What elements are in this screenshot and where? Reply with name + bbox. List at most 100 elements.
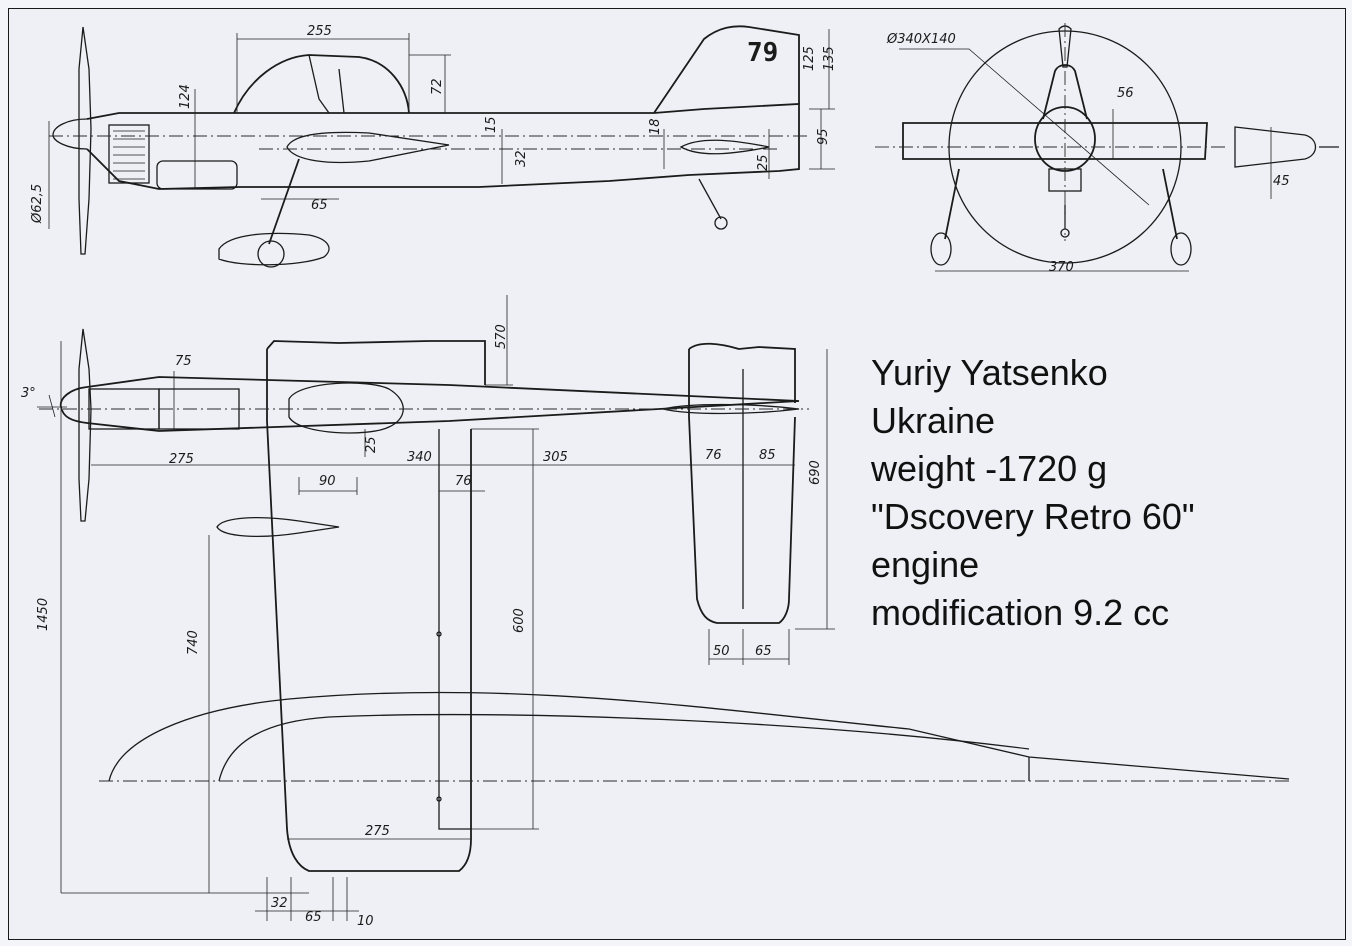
dim-stab-root <box>689 457 795 471</box>
side-canopy <box>233 54 410 114</box>
design-notes: Yuriy Yatsenko Ukraine weight -1720 g "D… <box>871 349 1195 637</box>
dim-text-nose-to-wing: 275 <box>169 452 194 467</box>
model-airplane-drawing: 79 255 72 124 Ø62,5 65 15 32 18 25 125 1… <box>21 23 1339 929</box>
dim-aileron-len <box>471 428 539 830</box>
dim-text-stab-tip-b: 65 <box>755 644 772 659</box>
dim-text-thrust-angle: 3° <box>21 386 36 401</box>
dim-text-stab-root-a: 76 <box>705 448 722 463</box>
aileron-hinge-2 <box>436 796 442 802</box>
dim-text-fuse-depth: 124 <box>178 84 193 109</box>
tail-wheel-leg <box>698 178 722 220</box>
engine-name: "Dscovery Retro 60" <box>871 496 1195 537</box>
side-wheel-pant <box>218 232 330 266</box>
front-fin-top <box>1058 25 1072 68</box>
dim-text-stab-root: 18 <box>648 118 663 135</box>
canopy-frame <box>308 54 330 114</box>
front-view: Ø340X140 56 370 45 <box>875 23 1339 275</box>
dim-text-gear-offset: 65 <box>311 198 328 213</box>
dim-thrust-angle <box>37 394 67 418</box>
designer-name: Yuriy Yatsenko <box>871 352 1108 393</box>
dim-tip-offsets <box>255 877 359 921</box>
dim-text-wing-tip: 275 <box>365 824 390 839</box>
side-fin <box>653 25 800 114</box>
dim-rear-depth <box>809 108 835 170</box>
dim-text-stab-thickness: 15 <box>484 116 499 133</box>
side-stab-section <box>679 139 770 155</box>
side-wheel <box>257 240 285 268</box>
side-gear-leg <box>268 158 300 245</box>
dim-wheel-leader <box>899 48 1150 206</box>
canopy-frame-2 <box>338 68 345 114</box>
dim-text-track: 370 <box>1049 260 1074 275</box>
dim-text-fin-height-1: 125 <box>802 46 817 71</box>
side-wing-section <box>286 131 450 164</box>
side-propeller <box>78 26 92 255</box>
dim-text-canopy-length: 255 <box>307 24 332 39</box>
top-aileron <box>438 429 471 830</box>
top-wing-root-upper <box>266 340 486 385</box>
designer-country: Ukraine <box>871 400 996 441</box>
front-tail-wheel <box>1060 228 1070 238</box>
dim-text-elevator: 25 <box>756 154 771 171</box>
dim-text-spinner: Ø62,5 <box>30 184 45 224</box>
dim-text-canopy-height: 72 <box>430 78 445 95</box>
top-stab-upper <box>688 342 796 403</box>
top-airfoil-section <box>216 516 340 538</box>
side-view: 79 255 72 124 Ø62,5 65 15 32 18 25 125 1… <box>30 24 837 268</box>
drawing-sheet: 79 255 72 124 Ø62,5 65 15 32 18 25 125 1… <box>8 8 1346 940</box>
top-propeller <box>78 328 92 522</box>
front-right-wheel <box>1170 232 1192 266</box>
top-stab-lower <box>688 416 796 624</box>
top-fuselage-profile <box>108 691 1290 782</box>
top-fuselage-profile-inner <box>218 713 1030 782</box>
aileron-hinge-1 <box>436 631 442 637</box>
dim-stab-span <box>795 349 835 630</box>
dim-stab-tip <box>708 629 790 665</box>
top-view: 3° 75 275 340 305 90 76 570 25 76 85 690… <box>21 295 1291 929</box>
dim-text-wing-offset: 25 <box>364 436 379 453</box>
model-weight: weight -1720 g <box>871 448 1108 489</box>
dim-text-stab-span: 690 <box>808 460 823 485</box>
dim-text-stab-root-b: 85 <box>759 448 776 463</box>
top-stab-section <box>662 403 800 415</box>
dim-wing-span <box>60 341 309 894</box>
fin-number: 79 <box>747 38 778 68</box>
dim-half-span <box>485 295 513 386</box>
side-engine <box>108 124 150 184</box>
front-stab-tip <box>1234 126 1317 168</box>
dim-text-aileron-width: 76 <box>455 474 472 489</box>
top-fuselage <box>59 376 800 432</box>
dim-text-stab-tip-a: 50 <box>713 644 730 659</box>
dim-text-half-span: 570 <box>494 324 509 349</box>
front-gear-legs <box>944 168 1178 240</box>
engine-fins <box>113 130 145 180</box>
dim-text-stab-to-tail: 305 <box>543 450 568 465</box>
engine-label: engine <box>871 544 980 585</box>
dim-text-tip-b: 65 <box>305 910 322 925</box>
engine-modification: modification 9.2 cc <box>871 592 1170 633</box>
side-tank <box>156 160 238 190</box>
top-canopy <box>288 382 404 434</box>
dim-text-cowl-width: 56 <box>1117 86 1134 101</box>
dim-flap-width <box>298 477 358 495</box>
dim-text-rear-depth: 95 <box>816 128 831 145</box>
dim-text-flap-width: 90 <box>319 474 336 489</box>
dim-text-cowl-len: 75 <box>175 354 192 369</box>
dim-text-fin-height-2: 135 <box>822 46 837 71</box>
dim-text-wing-panel: 740 <box>186 630 201 655</box>
dim-text-wheel-size: Ø340X140 <box>886 32 956 47</box>
dim-text-tip-a: 32 <box>271 896 288 911</box>
tail-wheel <box>714 216 728 230</box>
dim-text-tail-height: 45 <box>1273 174 1290 189</box>
dim-canopy-height <box>409 54 451 113</box>
side-spinner <box>52 118 88 150</box>
side-fuselage <box>86 103 800 190</box>
dim-canopy-length <box>236 33 410 113</box>
dim-text-wing-thickness: 32 <box>514 150 529 167</box>
dim-text-wing-to-stab: 340 <box>407 450 432 465</box>
front-left-wheel <box>930 232 952 266</box>
dim-text-wing-span: 1450 <box>36 598 51 631</box>
top-wing-lower <box>266 420 472 872</box>
dim-text-tip-c: 10 <box>357 914 374 929</box>
dim-text-aileron-len: 600 <box>512 608 527 633</box>
